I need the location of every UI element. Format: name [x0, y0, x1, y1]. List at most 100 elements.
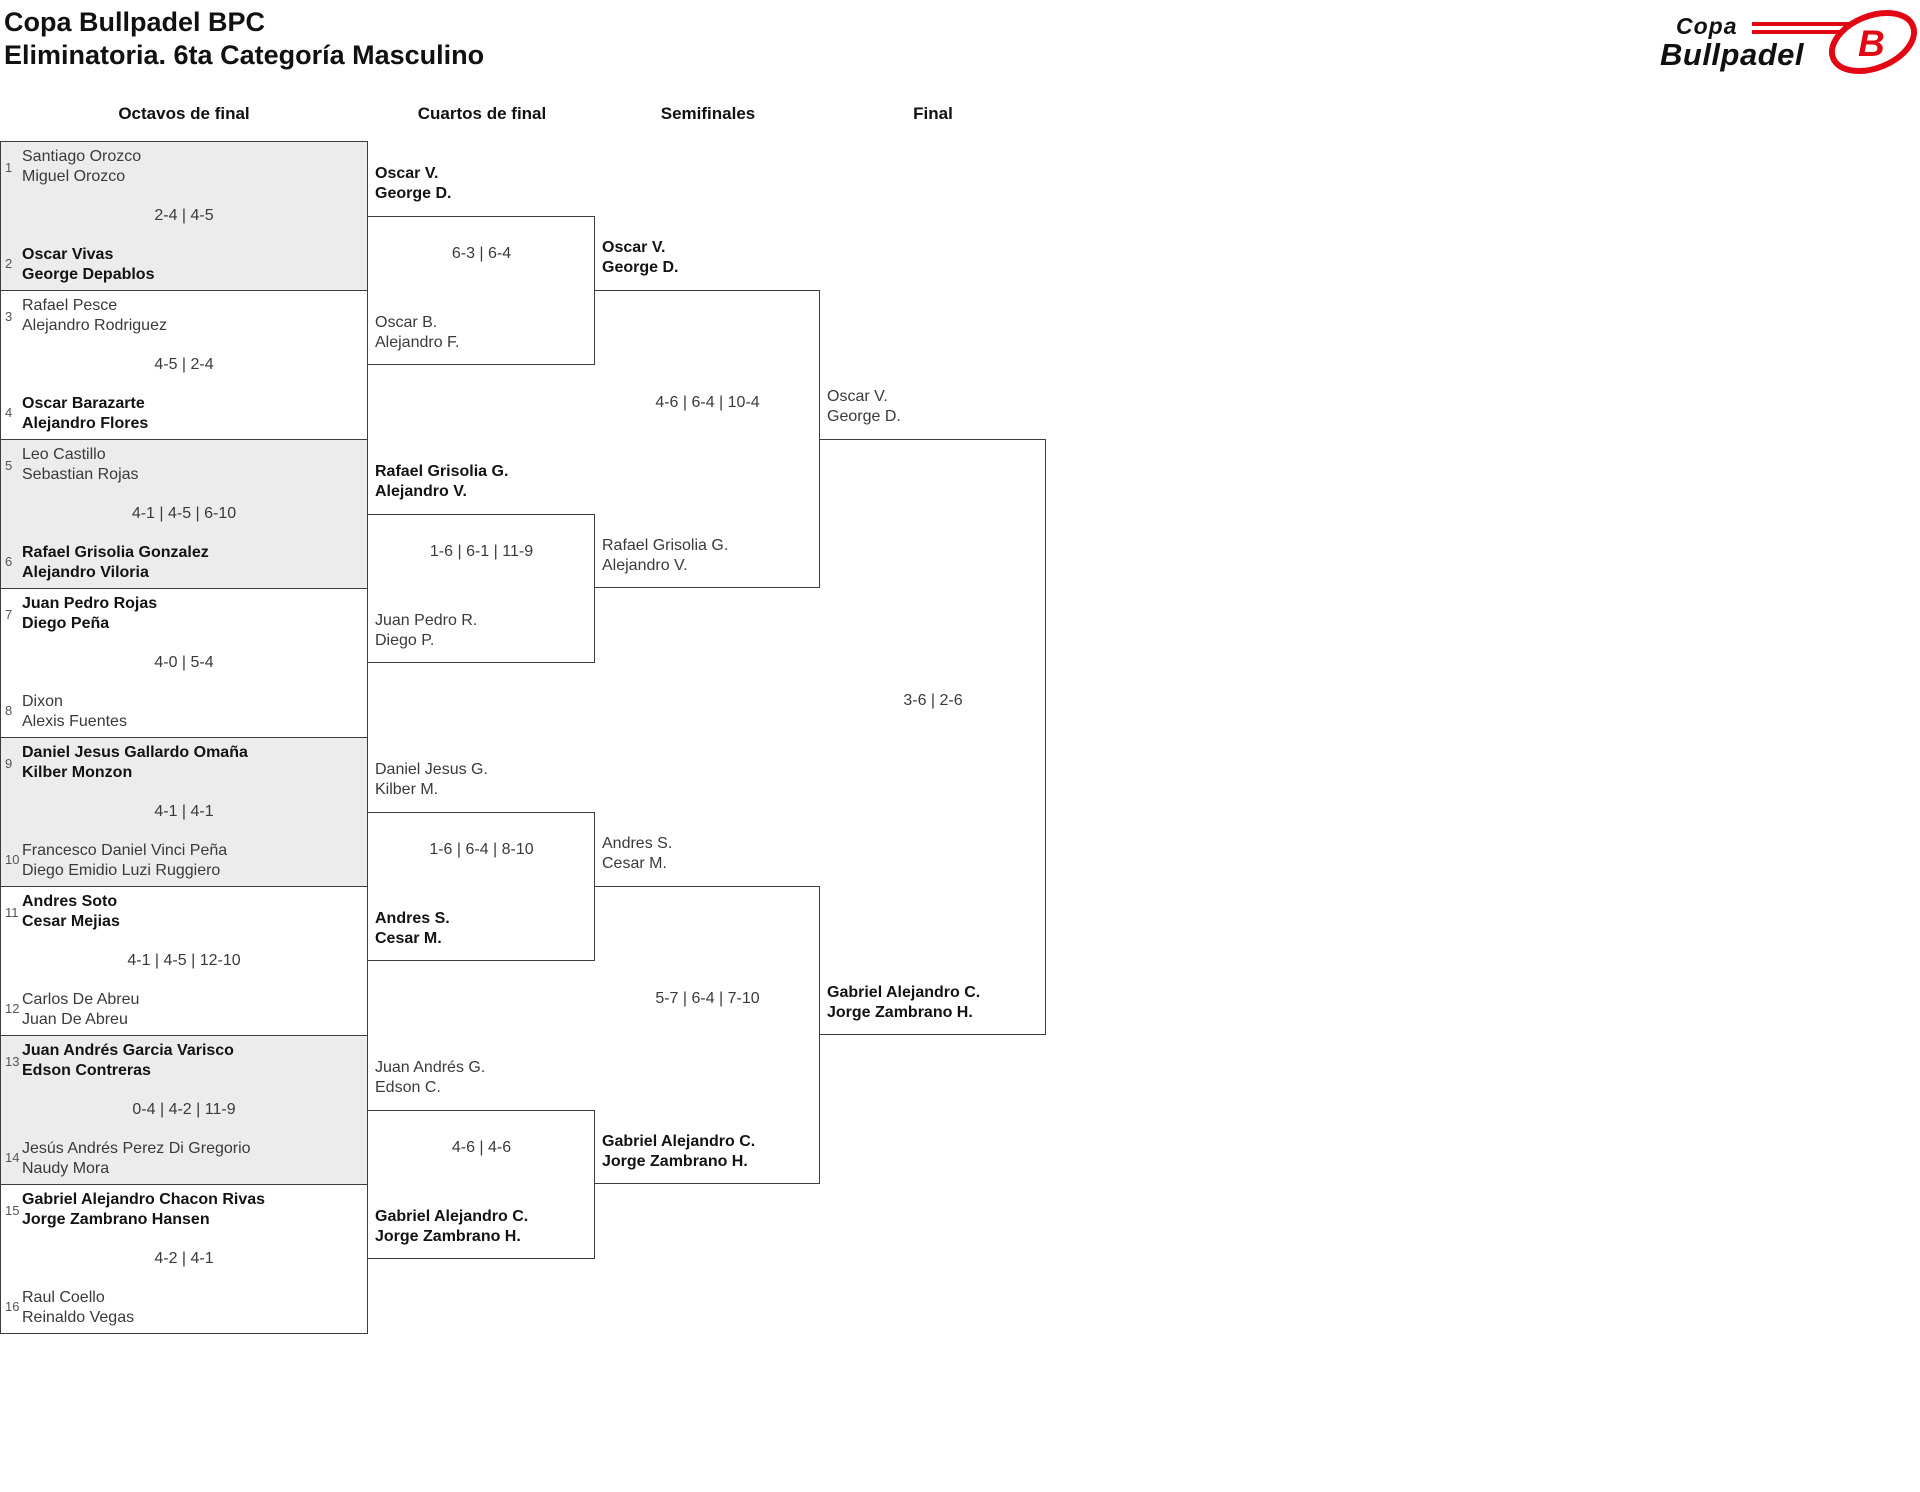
player-name: Diego Emidio Luzi Ruggiero — [22, 862, 221, 879]
seed-number: 3 — [5, 309, 13, 324]
player-name: Alexis Fuentes — [22, 713, 127, 730]
octavos-match-score: 4-1 | 4-5 | 6-10 — [131, 505, 237, 522]
player-name: Jorge Zambrano H. — [827, 1004, 973, 1021]
cuartos-match-2-connector — [368, 513, 595, 663]
seed-number: 6 — [5, 554, 13, 569]
player-name: Cesar Mejias — [22, 913, 120, 930]
player-name: Rafael Grisolia G. — [375, 462, 509, 480]
player-name: Alejandro Flores — [22, 415, 149, 432]
cuartos-match-4-score: 4-6 | 4-6 — [451, 1139, 512, 1156]
seed-number: 2 — [5, 256, 13, 271]
seed-number: 1 — [5, 160, 13, 175]
page-title: Copa Bullpadel BPC — [4, 7, 266, 37]
player-name: Alejandro V. — [602, 557, 688, 574]
player-name: Cesar M. — [375, 929, 442, 947]
seed-number: 10 — [5, 852, 20, 867]
player-name: Jorge Zambrano Hansen — [22, 1211, 210, 1228]
semifinal-match-2-team-top: Andres S. Cesar M. — [602, 834, 672, 874]
final-match-1-connector — [820, 439, 1046, 1035]
logo-emblem-ellipse — [1828, 10, 1918, 74]
logo-emblem-letter: B — [1858, 23, 1885, 64]
player-name: Jorge Zambrano H. — [602, 1153, 748, 1170]
seed-number: 11 — [5, 905, 19, 920]
octavos-match-score: 0-4 | 4-2 | 11-9 — [132, 1101, 236, 1118]
octavos-match-score: 4-1 | 4-1 — [154, 803, 214, 820]
player-name: Juan Andrés G. — [375, 1058, 486, 1076]
player-name: Francesco Daniel Vinci Peña — [22, 842, 228, 859]
player-name: Andres S. — [602, 835, 673, 852]
player-name: Gabriel Alejandro C. — [827, 984, 981, 1001]
player-name: Alejandro V. — [375, 482, 467, 500]
seed-number: 13 — [5, 1054, 20, 1069]
player-name: Alejandro Rodriguez — [22, 317, 167, 334]
semifinal-match-1-connector — [595, 290, 820, 588]
player-name: Jorge Zambrano H. — [375, 1227, 521, 1245]
cuartos-match-3-team-bottom: Andres S. Cesar M. — [375, 909, 450, 949]
round-header-final: Final — [913, 104, 953, 123]
round-header-octavos: Octavos de final — [118, 104, 250, 123]
player-name: Daniel Jesus Gallardo Omaña — [22, 744, 248, 761]
player-name: George D. — [375, 184, 452, 202]
player-name: Edson Contreras — [22, 1062, 151, 1079]
player-name: George D. — [602, 259, 679, 276]
seed-number: 9 — [5, 756, 13, 771]
player-name: Juan Andrés Garcia Varisco — [22, 1042, 234, 1059]
player-name: Naudy Mora — [22, 1160, 110, 1177]
player-name: Edson C. — [375, 1078, 441, 1096]
cuartos-match-1-connector — [368, 215, 595, 365]
player-name: Carlos De Abreu — [22, 991, 140, 1008]
cuartos-match-4-team-bottom: Gabriel Alejandro C.Jorge Zambrano H. — [375, 1207, 528, 1247]
cuartos-match-2-team-top: Rafael Grisolia G. Alejandro V. — [375, 462, 508, 502]
semifinal-match-1-score: 4-6 | 6-4 | 10-4 — [655, 394, 760, 411]
player-name: Cesar M. — [602, 855, 667, 872]
seed-number: 5 — [5, 458, 13, 473]
octavos-match-score: 2-4 | 4-5 — [154, 207, 214, 224]
player-name: George D. — [827, 408, 901, 425]
player-name: Santiago Orozco — [22, 148, 142, 165]
player-name: Alejandro Viloria — [22, 564, 149, 581]
cuartos-match-4-team-top: Juan Andrés G. Edson C. — [375, 1058, 485, 1098]
player-name: Rafael Pesce — [22, 297, 118, 314]
player-name: Andres S. — [375, 909, 450, 927]
cuartos-match-1-team-bottom: Oscar B.Alejandro F. — [375, 313, 460, 353]
page-subtitle: Eliminatoria. 6ta Categoría Masculino — [4, 40, 485, 70]
logo-bullpadel-text: Bullpadel — [1660, 37, 1805, 72]
player-name: Oscar V. — [375, 164, 439, 182]
semifinal-match-1-team-top: Oscar V.George D. — [602, 238, 678, 278]
logo-copa-text: Copa — [1676, 13, 1738, 39]
copa-bullpadel-logo: B Copa Bullpadel — [1660, 10, 1918, 74]
semifinal-match-2-team-bottom: Gabriel Alejandro C. Jorge Zambrano H. — [602, 1132, 755, 1172]
player-name: Gabriel Alejandro C. — [602, 1133, 756, 1150]
seed-number: 4 — [5, 405, 13, 420]
round-header-semifinales: Semifinales — [660, 104, 756, 123]
final-match-1-team-top: Oscar V.George D. — [827, 387, 901, 427]
player-name: George Depablos — [22, 266, 155, 283]
cuartos-match-3-connector — [368, 811, 595, 961]
player-name: Andres Soto — [22, 893, 118, 910]
player-name: Juan Pedro R. — [375, 611, 478, 629]
player-name: Reinaldo Vegas — [22, 1309, 135, 1326]
round-header-cuartos: Cuartos de final — [417, 104, 547, 123]
player-name: Oscar Barazarte — [22, 395, 145, 412]
player-name: Juan De Abreu — [22, 1011, 128, 1028]
player-name: Jesús Andrés Perez Di Gregorio — [22, 1140, 251, 1157]
